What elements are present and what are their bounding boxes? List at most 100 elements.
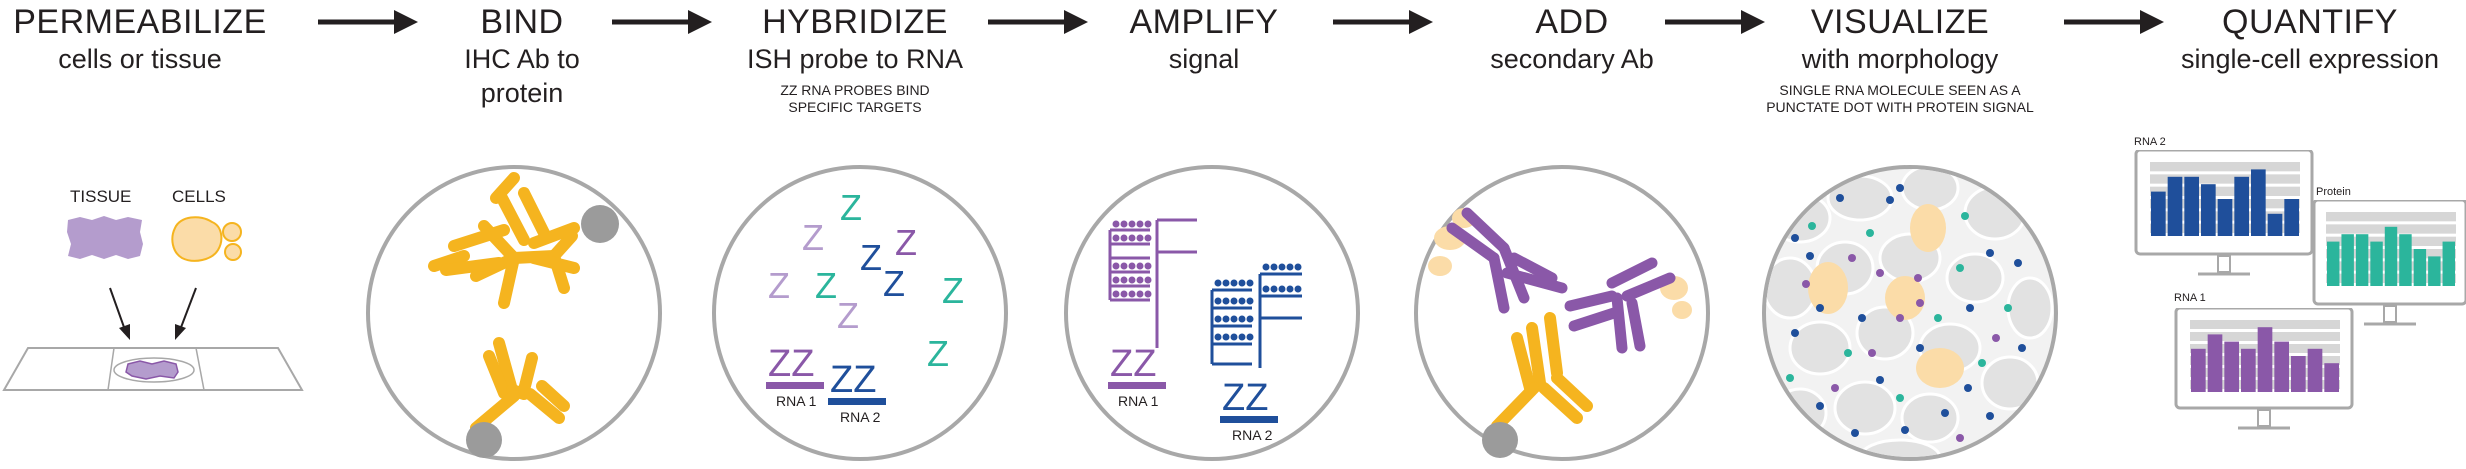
amplify-illustration: ZZ RNA 1 ZZ RNA 2 (1064, 165, 1360, 461)
monitor-rna1: RNA 1 (2170, 292, 2360, 442)
amplifier-tree-rna2 (1210, 263, 1302, 368)
bar (2167, 176, 2183, 236)
zz-probe-rna1: ZZ (1110, 343, 1156, 385)
bar (2284, 199, 2299, 236)
step-note-line-1: ZZ RNA PROBES BIND (780, 82, 930, 98)
antibody-top-icon (440, 187, 580, 276)
grid-stripe (2150, 162, 2300, 172)
bar (2291, 356, 2306, 392)
chart-title: RNA 1 (2174, 292, 2206, 304)
bar (2217, 199, 2233, 236)
rna1-strand (766, 382, 824, 389)
arrow-icon (1333, 10, 1433, 34)
probe-z: Z (942, 270, 964, 311)
monitor-protein: Protein (2310, 186, 2466, 336)
step-subtitle-2: protein (480, 78, 564, 108)
bar (2442, 241, 2455, 286)
monitor-stand (2383, 305, 2397, 323)
bar-group (2327, 226, 2455, 286)
rna1-label: RNA 1 (776, 393, 817, 409)
step-title: PERMEABILIZE (13, 3, 267, 41)
arrow-icon (2064, 10, 2164, 34)
step-add: ADD secondary Ab (1412, 0, 1732, 76)
probe-z: Z (815, 265, 837, 306)
monitor-stand (2257, 409, 2271, 427)
step-subtitle: signal (1168, 44, 1240, 74)
rna1-strand (1108, 382, 1166, 389)
tissue-sample-icon (67, 216, 143, 259)
cells-label: CELLS (172, 187, 226, 206)
step-title: VISUALIZE (1810, 3, 1990, 41)
probe-z: Z (883, 263, 905, 304)
step-permeabilize: PERMEABILIZE cells or tissue (0, 0, 300, 76)
pointer-line (109, 287, 126, 331)
bar-group (2191, 327, 2339, 392)
bar (2307, 348, 2323, 392)
step-note: SINGLE RNA MOLECULE SEEN AS A PUNCTATE D… (1720, 82, 2080, 116)
tissue-on-slide-icon (125, 360, 179, 380)
bar (2251, 169, 2266, 236)
rna1-label: RNA 1 (1118, 393, 1159, 409)
probe-z: Z (895, 222, 917, 263)
monitor-rna2: RNA 2 (2130, 136, 2320, 288)
bar (2355, 234, 2369, 286)
step-note: ZZ RNA PROBES BIND SPECIFIC TARGETS (695, 82, 1015, 116)
step-quantify: QUANTIFY single-cell expression (2150, 0, 2466, 76)
grid-stripe (2150, 186, 2300, 196)
tissue-cells (1766, 169, 2054, 457)
target-protein-icon (466, 422, 502, 458)
bar (2151, 191, 2166, 236)
step-title: QUANTIFY (2222, 3, 2398, 41)
probe-z: Z (837, 295, 859, 336)
step-subtitle: single-cell expression (2180, 44, 2440, 74)
chart-title: RNA 2 (2134, 136, 2166, 148)
permeabilize-illustration: TISSUE CELLS (2, 187, 304, 391)
probe-z: Z (840, 187, 862, 228)
bind-illustration (366, 165, 662, 461)
step-title: ADD (1535, 3, 1609, 41)
bar (2428, 256, 2441, 286)
well-circle (366, 165, 662, 461)
tissue-label: TISSUE (70, 187, 131, 206)
monitor-stand (2217, 255, 2231, 273)
step-subtitle: cells or tissue (58, 44, 222, 74)
step-title: HYBRIDIZE (762, 3, 948, 41)
rna2-strand (828, 398, 886, 405)
cells-sample-icon (171, 216, 242, 262)
step-note-line-1: SINGLE RNA MOLECULE SEEN AS A (1779, 82, 2021, 98)
bar (2241, 348, 2256, 392)
step-title: BIND (480, 3, 564, 41)
bar (2341, 234, 2354, 286)
grid-stripe (2150, 174, 2300, 184)
step-amplify: AMPLIFY signal (1044, 0, 1364, 76)
visualize-illustration (1762, 165, 2058, 461)
step-note-line-2: PUNCTATE DOT WITH PROTEIN SIGNAL (1766, 99, 2034, 115)
bar (2399, 234, 2412, 286)
bar (2184, 176, 2199, 236)
chart-title: Protein (2316, 186, 2351, 198)
probe-z: Z (927, 333, 949, 374)
arrow-icon (612, 10, 712, 34)
bar (2324, 363, 2339, 392)
step-subtitle: secondary Ab (1490, 44, 1654, 74)
secondary-antibody-icon (1446, 207, 1676, 354)
amplifier-tree-rna1 (1108, 218, 1197, 348)
bar (2201, 184, 2216, 236)
bar (2370, 241, 2383, 286)
target-protein-icon (581, 205, 619, 243)
rna2-strand (1220, 416, 1278, 423)
bar (2274, 341, 2289, 392)
step-title: AMPLIFY (1129, 3, 1279, 41)
arrow-icon (988, 10, 1088, 34)
primary-antibody-icon (1491, 312, 1593, 432)
arrow-icon (1665, 10, 1765, 34)
bar (2327, 241, 2340, 286)
rna2-label: RNA 2 (840, 409, 881, 425)
step-hybridize: HYBRIDIZE ISH probe to RNA ZZ RNA PROBES… (695, 0, 1015, 116)
bar (2234, 176, 2249, 236)
bar (2207, 334, 2223, 392)
bar (2384, 226, 2398, 286)
hybridize-illustration: Z Z Z Z Z Z Z Z Z Z ZZ RNA 1 ZZ RNA 2 (712, 165, 1008, 461)
bar (2413, 249, 2427, 286)
bar (2191, 348, 2206, 392)
